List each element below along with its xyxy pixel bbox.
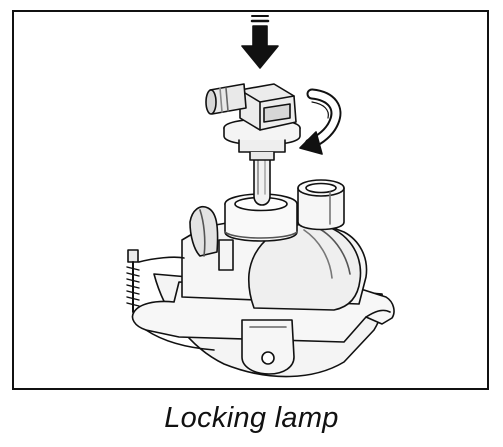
illustration-frame — [12, 10, 489, 390]
push-down-arrow — [241, 15, 279, 69]
headlamp-housing — [126, 179, 395, 378]
bulb-assembly — [205, 83, 301, 206]
adjuster-screw — [126, 249, 185, 313]
lamp-illustration — [126, 15, 395, 378]
figure-caption: Locking lamp — [164, 402, 339, 434]
rotate-arrow-icon — [299, 88, 342, 155]
